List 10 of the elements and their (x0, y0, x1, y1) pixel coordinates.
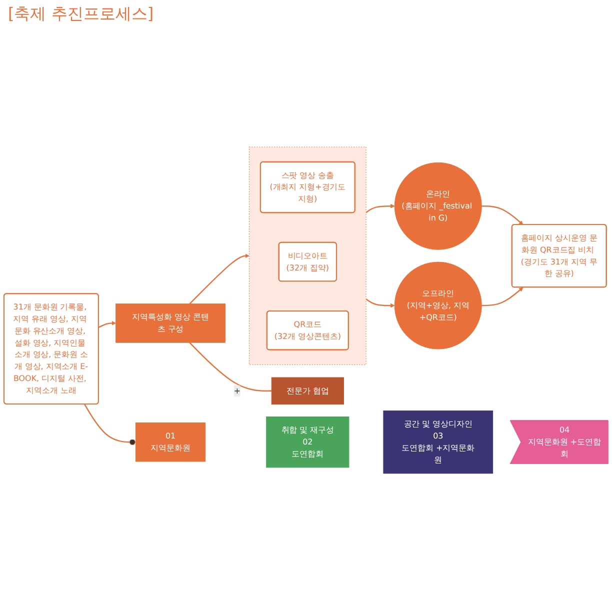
arrow (189, 253, 250, 304)
arrow (366, 204, 395, 213)
arrow (482, 205, 524, 225)
arrow (482, 287, 524, 306)
connector (84, 404, 136, 445)
arrow (366, 298, 395, 308)
arrow (98, 320, 116, 328)
connector (189, 342, 272, 392)
diagram-title: [축제 추진프로세스] (7, 3, 155, 25)
cluster (249, 146, 366, 365)
